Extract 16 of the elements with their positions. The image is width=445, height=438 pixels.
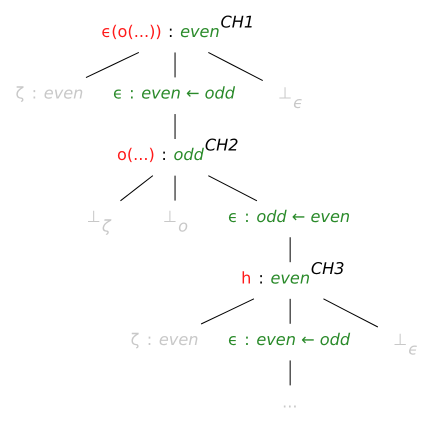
connector: [174, 176, 176, 201]
connector: [200, 298, 254, 324]
node-text: ϵ : odd ← even: [228, 206, 350, 226]
connector: [174, 52, 176, 78]
connector: [290, 298, 291, 324]
connector: [174, 114, 176, 139]
node-text: ...: [282, 392, 298, 412]
connector: [208, 175, 258, 202]
node-text: ϵ : even ← odd: [228, 330, 350, 350]
connector: [290, 237, 291, 262]
connector: [120, 175, 154, 202]
connector: [290, 360, 291, 386]
connector: [86, 52, 140, 78]
connector: [323, 298, 378, 328]
node-text: ϵ : even ← odd: [112, 84, 236, 103]
connector: [208, 52, 263, 82]
